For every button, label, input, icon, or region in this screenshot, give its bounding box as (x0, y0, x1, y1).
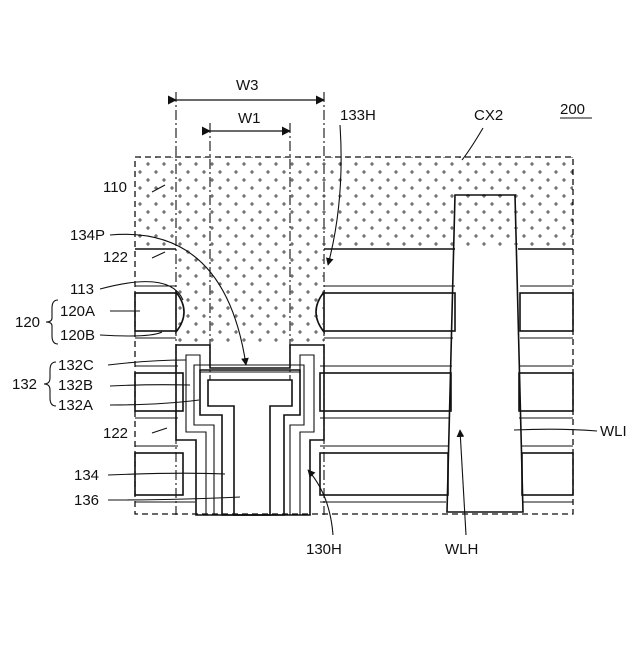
label-132c: 132C (58, 357, 94, 374)
label-120a: 120A (60, 303, 95, 320)
layer-132a (194, 365, 304, 515)
label-133h: 133H (340, 107, 376, 124)
label-134p: 134P (70, 227, 105, 244)
label-wlh: WLH (445, 541, 478, 558)
label-134: 134 (74, 467, 99, 484)
core-136 (208, 380, 292, 515)
label-130h: 130H (306, 541, 342, 558)
layer-110 (135, 157, 573, 249)
figure-number: 200 (560, 101, 585, 118)
label-136: 136 (74, 492, 99, 509)
label-120: 120 (15, 314, 40, 331)
label-110: 110 (103, 179, 127, 196)
label-122-top: 122 (103, 249, 128, 266)
channel-134 (200, 370, 300, 515)
label-122-bottom: 122 (103, 425, 128, 442)
label-wli: WLI (600, 423, 627, 440)
channel-hole-fill-134p (176, 249, 324, 345)
brace-132 (44, 362, 56, 406)
label-w1: W1 (238, 110, 261, 127)
label-132: 132 (12, 376, 37, 393)
label-cx2: CX2 (474, 107, 503, 124)
label-120b: 120B (60, 327, 95, 344)
label-132b: 132B (58, 377, 93, 394)
brace-120 (46, 300, 58, 344)
label-113: 113 (70, 281, 94, 298)
layer-132b (186, 355, 314, 515)
label-132a: 132A (58, 397, 93, 414)
label-w3: W3 (236, 77, 259, 94)
